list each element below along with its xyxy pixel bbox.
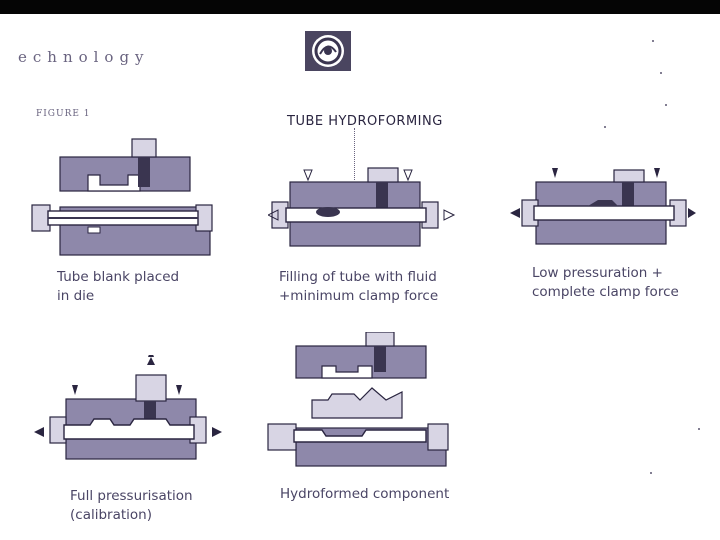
diagram-step-3	[510, 168, 696, 245]
side-arrow-left-icon	[688, 208, 696, 218]
side-arrow-right-icon	[510, 208, 520, 218]
scan-speck	[698, 428, 700, 430]
logo-emblem-icon	[305, 31, 351, 71]
step-5-caption: Hydroformed component	[280, 486, 450, 502]
top-black-band	[0, 0, 720, 14]
lower-die	[31, 204, 213, 256]
down-arrow-icon	[552, 168, 558, 178]
scan-speck	[652, 40, 654, 42]
up-arrow-icon	[147, 357, 155, 365]
step-2-caption: Filling of tube with fluid +minimum clam…	[279, 269, 439, 304]
down-arrow-icon	[654, 168, 660, 178]
step-1-caption: Tube blank placed in die	[57, 269, 180, 304]
scan-speck	[665, 104, 667, 106]
title-leader-line	[354, 128, 355, 180]
figure-label: FIGURE 1	[36, 109, 91, 119]
down-arrow-icon	[72, 385, 78, 395]
step-4-caption: Full pressurisation (calibration)	[70, 488, 193, 523]
side-arrow-left-icon	[212, 427, 222, 437]
side-arrow-right-icon	[34, 427, 44, 437]
side-arrow-right-icon	[268, 209, 279, 221]
section-header-text: echnology	[18, 48, 150, 66]
diagram-step-5	[267, 332, 449, 467]
diagram-step-2	[268, 167, 456, 247]
scan-speck	[650, 472, 652, 474]
side-arrow-left-icon	[443, 209, 456, 221]
scan-speck	[660, 72, 662, 74]
diagram-step-1	[31, 138, 213, 256]
upper-die	[59, 138, 191, 192]
diagram-title: TUBE HYDROFORMING	[287, 114, 443, 129]
down-arrow-icon	[176, 385, 182, 395]
down-arrow-icon	[303, 169, 313, 182]
down-arrow-icon	[403, 169, 413, 182]
diagram-step-4	[34, 355, 222, 460]
step-3-caption: Low pressuration + complete clamp force	[532, 265, 679, 300]
scan-speck	[604, 126, 606, 128]
